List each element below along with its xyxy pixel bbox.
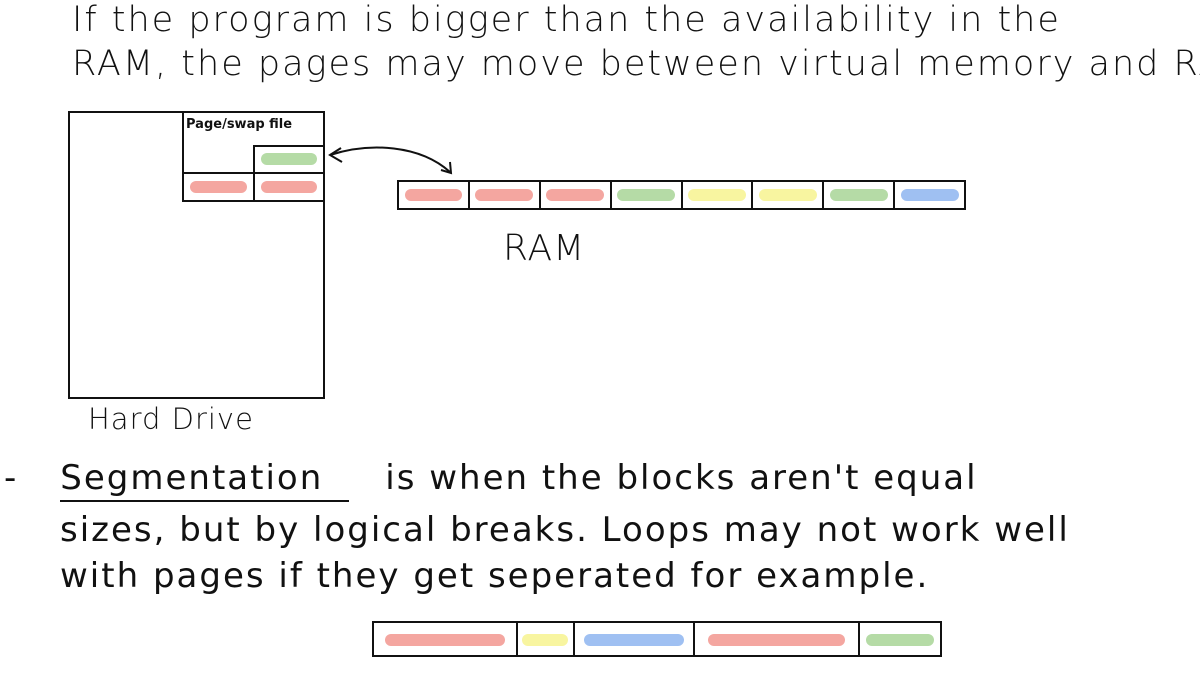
segment-slot: [518, 623, 575, 655]
bullet-dash: -: [4, 458, 19, 498]
segment-blue: [584, 634, 684, 646]
swap-page-1: [190, 181, 247, 193]
ram-page-red: [546, 189, 605, 201]
swap-file-label: Page/swap file: [186, 117, 293, 132]
segmentation-line-1: - Segmentation is when the blocks aren't e…: [4, 458, 978, 502]
ram-page-yellow: [688, 189, 746, 201]
ram-label: RAM: [503, 228, 586, 269]
ram-page-blue: [900, 189, 959, 201]
segmentation-strip: [372, 621, 942, 657]
ram-page-red: [404, 189, 463, 201]
hard-drive-label: Hard Drive: [88, 402, 254, 436]
ram-page-slot: [470, 182, 541, 208]
segmentation-line-1-rest: is when the blocks aren't equal: [385, 458, 978, 498]
segment-red: [708, 634, 845, 646]
ram-page-slot: [399, 182, 470, 208]
segment-slot: [695, 623, 860, 655]
intro-text-line-2: RAM, the pages may move between virtual …: [72, 44, 1200, 84]
ram-page-slot: [824, 182, 896, 208]
segment-slot: [860, 623, 940, 655]
segmentation-line-2: sizes, but by logical breaks. Loops may …: [60, 510, 1070, 550]
swap-page-2: [261, 181, 317, 193]
segmentation-line-3: with pages if they get seperated for exa…: [60, 556, 930, 596]
segment-green: [866, 634, 934, 646]
intro-text-line-1: If the program is bigger than the availa…: [72, 0, 1061, 40]
ram-page-slot: [612, 182, 683, 208]
hard-drive-box: [68, 111, 325, 399]
swap-page-slot-right: [253, 172, 325, 202]
ram-page-slot: [541, 182, 612, 208]
swap-page-0: [261, 153, 317, 165]
ram-page-green: [617, 189, 675, 201]
ram-page-slot: [895, 182, 964, 208]
ram-page-slot: [683, 182, 754, 208]
ram-strip: [397, 180, 966, 210]
segment-yellow: [522, 634, 569, 646]
segment-slot: [374, 623, 518, 655]
segment-red: [385, 634, 505, 646]
ram-page-green: [829, 189, 888, 201]
segmentation-term: Segmentation: [60, 458, 350, 502]
ram-page-red: [475, 189, 534, 201]
segment-slot: [575, 623, 696, 655]
ram-page-slot: [753, 182, 825, 208]
ram-page-yellow: [758, 189, 817, 201]
